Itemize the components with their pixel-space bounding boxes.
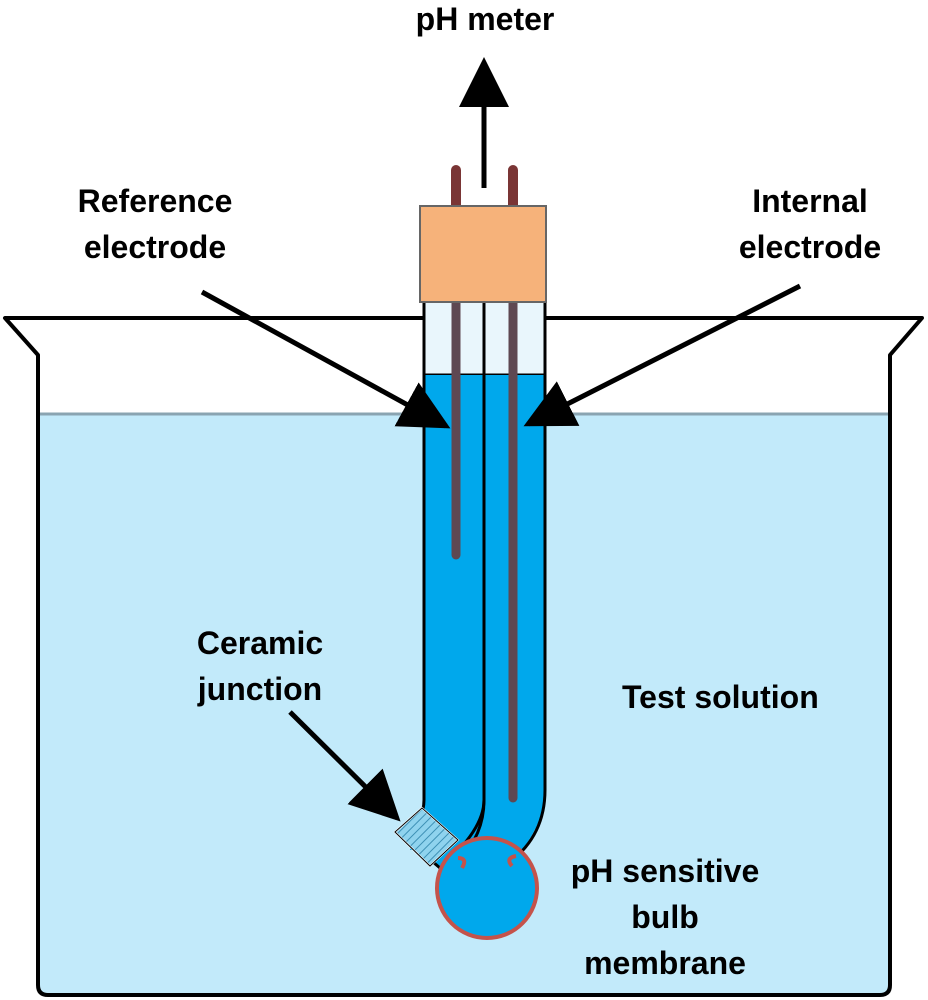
- reference-electrode-label: Reference electrode: [40, 178, 270, 270]
- internal-electrode-label: Internal electrode: [700, 178, 920, 270]
- bulb-membrane: [435, 836, 539, 940]
- bulb-membrane-label-line2: bulb: [631, 899, 699, 935]
- ph-meter-label: pH meter: [415, 1, 555, 37]
- ceramic-junction-label: Ceramic junction: [160, 620, 360, 712]
- reference-electrode-arrow: [200, 289, 451, 429]
- bulb-neck-outline: [457, 854, 517, 870]
- ceramic-junction-label-line2: junction: [197, 671, 323, 707]
- bulb-membrane-label-line3: membrane: [584, 945, 746, 981]
- internal-electrode-label-line1: Internal: [752, 183, 868, 219]
- reference-electrode-label-line1: Reference: [77, 183, 233, 219]
- ceramic-junction-label-line1: Ceramic: [196, 625, 324, 661]
- bulb-membrane-label: pH sensitive bulb membrane: [545, 848, 785, 986]
- ceramic-junction-arrow: [288, 710, 401, 822]
- beaker: [3, 316, 924, 997]
- ceramic-junction-outline: [394, 807, 459, 867]
- bulb-membrane-label-line1: pH sensitive: [570, 853, 760, 889]
- connector-cap: [419, 205, 547, 303]
- test-solution-label: Test solution: [622, 679, 819, 715]
- reference-electrode-label-line2: electrode: [83, 229, 227, 265]
- internal-electrode-label-line2: electrode: [738, 229, 882, 265]
- internal-electrode-arrow: [523, 283, 802, 427]
